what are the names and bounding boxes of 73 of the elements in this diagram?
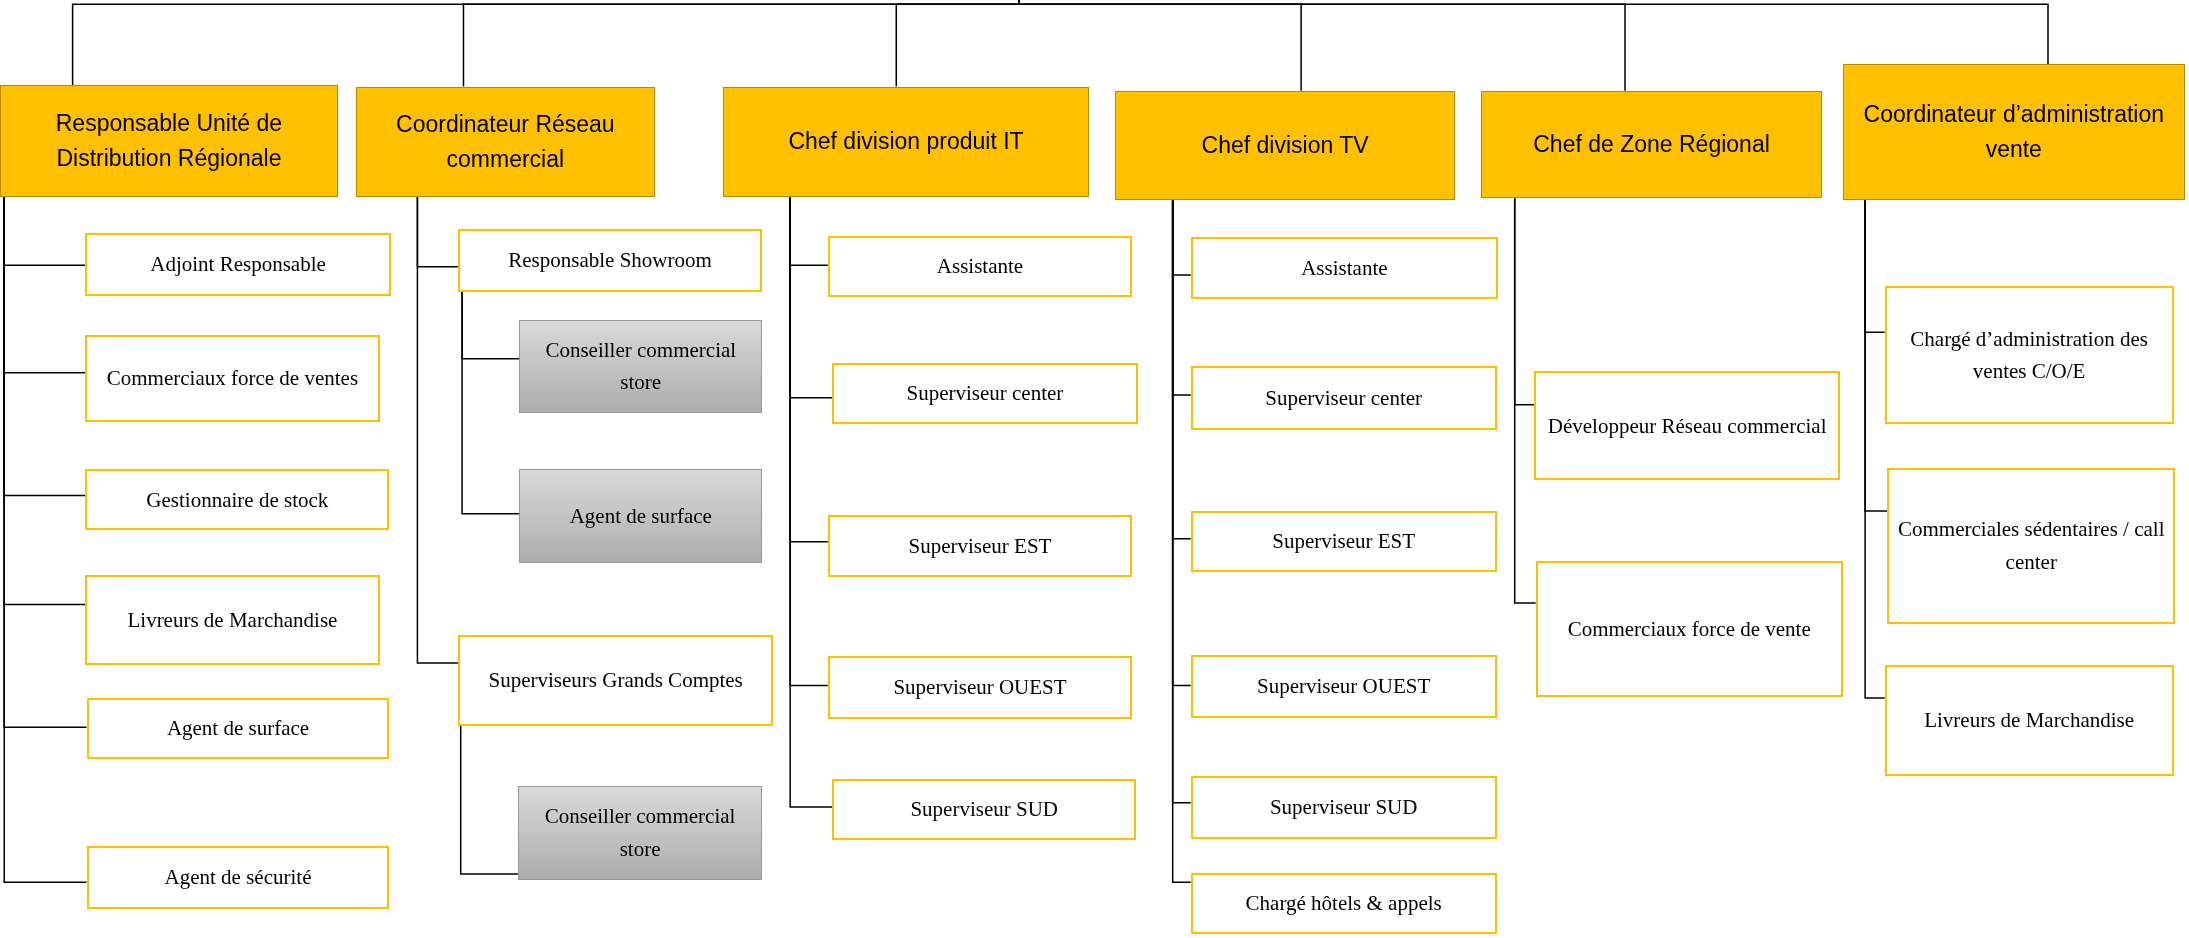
box-label: Livreurs de Marchandise [1924,707,2135,735]
manager-box [723,86,1089,197]
box-label: Conseiller commercial store [544,336,738,397]
position-box [827,656,1133,719]
position-box [85,469,390,531]
box-label: Chargé d’administration des ventes C/O/E [1909,325,2149,386]
box-label: Responsable Showroom [508,247,712,275]
position-box [827,515,1133,577]
position-box [86,846,390,909]
position-box [519,469,763,563]
position-box [1887,467,2176,624]
connector-line [1018,0,2049,65]
connector-line [1864,198,1886,699]
box-label: Superviseur EST [908,532,1052,560]
box-label: Superviseur EST [1272,528,1416,556]
manager-box [356,86,655,197]
box-label: Coordinateur d’administration vente [1862,100,2165,164]
box-label: Adjoint Responsable [150,251,326,279]
box-label: Développeur Réseau commercial [1547,412,1827,440]
box-label: Superviseur SUD [910,796,1058,824]
box-label: Superviseur center [906,380,1064,408]
position-box [827,235,1133,298]
position-box [1190,654,1497,718]
connector-line [461,291,521,515]
position-box [519,319,763,414]
box-label: Agent de surface [166,715,310,743]
box-label: Superviseur center [1265,384,1423,412]
box-label: Agent de surface [569,502,712,530]
manager-box [1842,64,2185,200]
box-label: Livreurs de Marchandise [127,606,338,634]
box-label: Commerciaux force de vente [1567,615,1811,643]
box-label: Coordinateur Réseau commercial [395,110,616,174]
box-label: Superviseurs Grands Comptes [488,667,743,695]
box-label: Commerciaux force de ventes [106,365,359,393]
box-label: Superviseur OUEST [893,674,1067,702]
position-box [1190,237,1498,299]
position-box [1884,286,2174,425]
position-box [86,698,390,760]
box-label: Commerciales sédentaires / call center [1897,516,2166,576]
manager-box [1481,90,1822,199]
box-label: Agent de sécurité [164,864,312,892]
box-label: Responsable Unité de Distribution Régionale [54,109,284,173]
position-box [457,635,774,726]
box-label: Gestionnaire de stock [146,486,329,514]
position-box [1190,776,1497,839]
box-label: Chef division TV [1201,130,1369,160]
connector-line [459,725,519,875]
position-box [832,779,1137,841]
connector-line [895,0,1020,88]
position-box [832,362,1138,425]
position-box [517,785,763,880]
box-label: Assistante [1301,254,1388,282]
position-box [85,233,391,296]
position-box [1190,872,1497,934]
position-box [1190,365,1497,430]
position-box [1534,371,1840,481]
box-label: Conseiller commercial store [543,803,737,863]
connector-line [416,196,459,664]
manager-box [0,85,338,197]
box-label: Superviseur OUEST [1257,672,1431,700]
position-box [85,335,380,422]
manager-box [1115,90,1455,200]
box-label: Chef de Zone Régional [1533,130,1770,160]
box-label: Chef division produit IT [788,127,1024,157]
box-label: Chargé hôtels & appels [1245,889,1442,917]
position-box [1884,664,2174,777]
position-box [457,228,763,292]
position-box [1535,561,1843,697]
position-box [85,575,380,665]
connector-line [1513,197,1537,604]
position-box [1190,510,1497,573]
box-label: Superviseur SUD [1269,794,1418,822]
box-label: Assistante [936,253,1024,281]
